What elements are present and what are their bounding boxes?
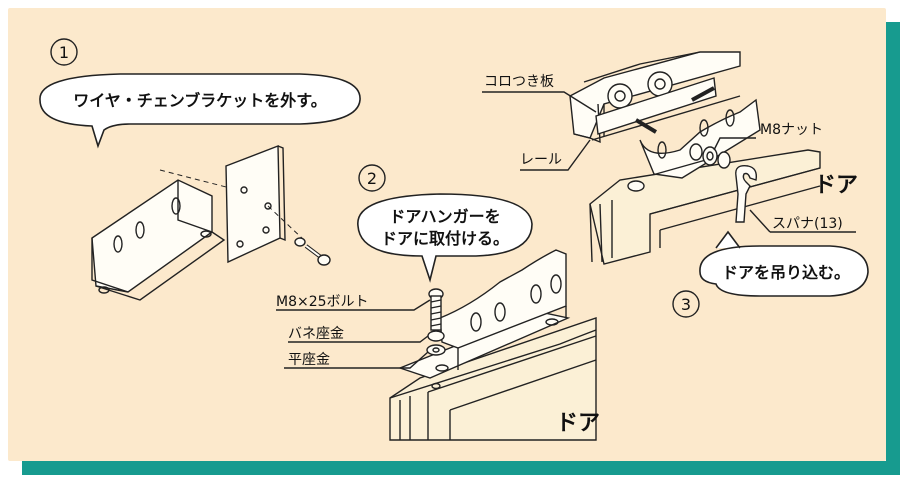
- step-1-number: 1: [59, 43, 69, 62]
- flat-washer-leader: [284, 351, 429, 369]
- step-1-number-circle: [50, 38, 78, 66]
- step-3: 3 ドアを吊り込む。 ドア: [482, 51, 869, 318]
- spring-washer-label: バネ座金: [288, 326, 344, 342]
- bolt-leader: [276, 299, 431, 311]
- rail-leader: [520, 139, 591, 171]
- wire-chain-bracket: [91, 169, 231, 301]
- step-1-speech-bubble: [39, 73, 361, 149]
- bolt-washer-stack: [426, 288, 446, 356]
- nut-label: M8ナット: [760, 122, 823, 138]
- step-1-bubble-text: ワイヤ・チェンブラケットを外す。: [73, 91, 326, 110]
- nut-leader: [713, 137, 756, 151]
- step-3-number-circle: [672, 290, 700, 318]
- step-2-speech-bubble: [357, 193, 533, 283]
- rail-roller-assembly: [569, 51, 761, 192]
- step-3-bubble-text: ドアを吊り込む。: [722, 263, 850, 282]
- step-2-number: 2: [367, 169, 377, 188]
- door-hanger: [397, 249, 571, 390]
- door-right-label: ドア: [814, 173, 858, 198]
- step-1: 1 ワイヤ・チェンブラケットを外す。: [39, 38, 361, 301]
- door-center: [389, 317, 597, 441]
- roller-plate-leader: [482, 91, 597, 113]
- panel-shadow-bottom: [22, 461, 900, 475]
- step-2: 2 ドアハンガーを ドアに取付ける。 ドア: [276, 164, 600, 441]
- step-2-bubble-line1: ドアハンガーを: [389, 207, 500, 226]
- roller-plate-label: コロつき板: [484, 74, 554, 90]
- rail-label: レール: [520, 152, 562, 168]
- spring-washer-leader: [288, 335, 429, 343]
- door-center-label: ドア: [556, 411, 600, 436]
- m8-nuts: [689, 143, 731, 169]
- bracket-plate: [225, 144, 305, 264]
- panel-shadow-right: [886, 22, 900, 475]
- step-2-bubble-line2: ドアに取付ける。: [381, 229, 509, 248]
- step-2-number-circle: [358, 164, 386, 192]
- bolt-label: M8×25ボルト: [276, 294, 369, 310]
- bolt-icon: [294, 237, 331, 266]
- spanner-label: スパナ(13): [772, 216, 843, 232]
- flat-washer-label: 平座金: [288, 352, 330, 368]
- step-3-speech-bubble: [699, 230, 869, 297]
- wrench-icon: [735, 165, 758, 223]
- step-3-number: 3: [681, 295, 691, 314]
